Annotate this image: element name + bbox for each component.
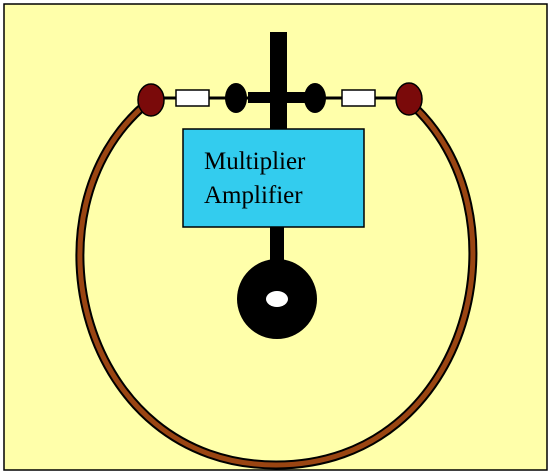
amplifier-label-line2: Amplifier (204, 182, 303, 209)
amplifier-box (182, 128, 365, 228)
left-resistor (175, 89, 210, 107)
amplifier-label-line1: Multiplier (204, 148, 306, 175)
pendulum-rod (270, 227, 284, 265)
right-terminal (395, 82, 423, 116)
wire-loop (77, 100, 476, 468)
left-weight (225, 83, 247, 113)
left-terminal (137, 83, 165, 117)
right-resistor (341, 89, 376, 107)
right-weight (304, 83, 326, 113)
pendulum-hole (266, 291, 288, 307)
vertical-post (270, 32, 287, 132)
